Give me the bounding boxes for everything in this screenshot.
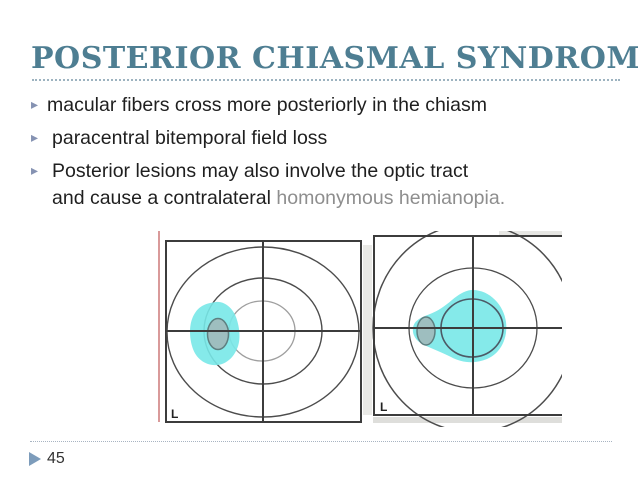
eye-label: L [171, 407, 178, 421]
bullet-text-3: Posterior lesions may also involve the o… [47, 158, 606, 212]
bullet-triangle-icon: ▸ [31, 163, 39, 179]
gray-bottom-strip [373, 417, 562, 423]
bullet-text-1: macular fibers cross more posteriorly in… [47, 94, 487, 116]
bullet-text-2: paracentral bitemporal field loss [52, 127, 328, 149]
bullet-text-3-line2: and cause a contralateral [52, 187, 277, 209]
right-visual-field-chart: L [363, 231, 562, 427]
bullet-item-3: ▸ Posterior lesions may also involve the… [31, 158, 606, 212]
blind-spot [206, 317, 230, 351]
bullet-text-3-line1: Posterior lesions may also involve the o… [52, 160, 469, 182]
crosshair [373, 236, 562, 415]
chart-frame [373, 235, 562, 416]
eye-label: L [380, 400, 387, 414]
page-number: 45 [47, 450, 65, 467]
bullet-item-2: ▸ paracentral bitemporal field loss [31, 125, 606, 152]
pink-edge-line [158, 231, 160, 422]
page-triangle-icon [29, 452, 41, 466]
blind-spot [416, 316, 436, 346]
bullet-item-1: ▸ macular fibers cross more posteriorly … [31, 92, 606, 119]
page-title: POSTERIOR CHIASMAL SYNDROME [31, 41, 638, 76]
bullet-triangle-icon: ▸ [31, 97, 39, 113]
bullet-text-3-gray: homonymous hemianopia. [276, 187, 506, 209]
gray-gap-band [363, 245, 372, 415]
title-divider [32, 79, 620, 81]
footer-divider [30, 441, 612, 442]
bullet-list: ▸ macular fibers cross more posteriorly … [31, 92, 606, 218]
crosshair [166, 241, 361, 422]
left-visual-field-chart: L [158, 231, 362, 423]
scotoma-blob [412, 289, 507, 363]
bullet-triangle-icon: ▸ [31, 130, 39, 146]
gray-top-strip [499, 231, 562, 235]
